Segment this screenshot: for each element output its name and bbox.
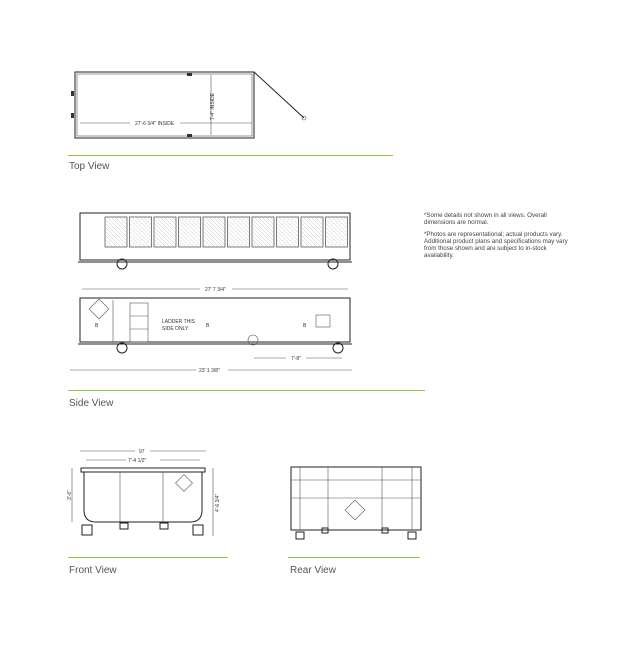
ladder-note-1: LADDER THIS: [162, 319, 196, 325]
top-view-drawing: 27'-6 3/4" INSIDE 7-4" INSIDE: [71, 71, 307, 139]
top-view-divider: [68, 155, 393, 156]
mesh-panel: [325, 216, 348, 248]
mesh-panel: [202, 216, 226, 248]
mesh-panel: [276, 216, 299, 248]
top-width-dim: 7-4" INSIDE: [210, 92, 216, 120]
side-view-label: Side View: [69, 398, 114, 409]
mesh-panel: [251, 216, 275, 248]
note-details: *Some details not shown in all views. Ov…: [424, 212, 547, 226]
front-height-right-dim: 4'-6 3/4": [215, 493, 221, 512]
side-view-drawing: 27' 7 3/4" LADDER THIS SIDE ONLY B B B 7…: [70, 287, 352, 374]
rear-view-divider: [288, 557, 420, 558]
mesh-panel: [300, 216, 324, 248]
front-inside-width-dim: 7'-4 1/2": [128, 458, 147, 464]
front-view-divider: [68, 557, 228, 558]
side-overall-bottom-dim: 23' 1 3/8": [199, 368, 220, 374]
front-view-label: Front View: [69, 565, 117, 576]
marker-b: B: [206, 323, 210, 329]
front-height-left-dim: 3'-6": [67, 490, 73, 500]
mesh-panel: [104, 216, 128, 248]
mesh-panel: [227, 216, 250, 248]
notes: *Some details not shown in all views. Ov…: [424, 212, 574, 264]
note-photos: *Photos are representational; actual pro…: [424, 231, 568, 259]
marker-b: B: [95, 323, 99, 329]
ladder-note-2: SIDE ONLY: [162, 326, 189, 332]
side-overall-top-dim: 27' 7 3/4": [205, 287, 226, 293]
mesh-panel: [129, 216, 152, 248]
mesh-panel: [153, 216, 177, 248]
rear-view-drawing: [290, 466, 422, 540]
top-view-label: Top View: [69, 161, 110, 172]
side-view-divider: [68, 390, 425, 391]
marker-b: B: [303, 323, 307, 329]
front-overall-width-dim: 97: [139, 449, 145, 455]
rear-view-label: Rear View: [290, 565, 336, 576]
front-view-drawing: 97 7'-4 1/2" 3'-6" 4'-6 3/4": [67, 449, 221, 536]
mesh-panel: [178, 216, 201, 248]
top-length-dim: 27'-6 3/4" INSIDE: [135, 121, 175, 127]
side-view-mesh-drawing: [78, 212, 352, 270]
wheel-offset-dim: 7'-8": [291, 356, 301, 362]
